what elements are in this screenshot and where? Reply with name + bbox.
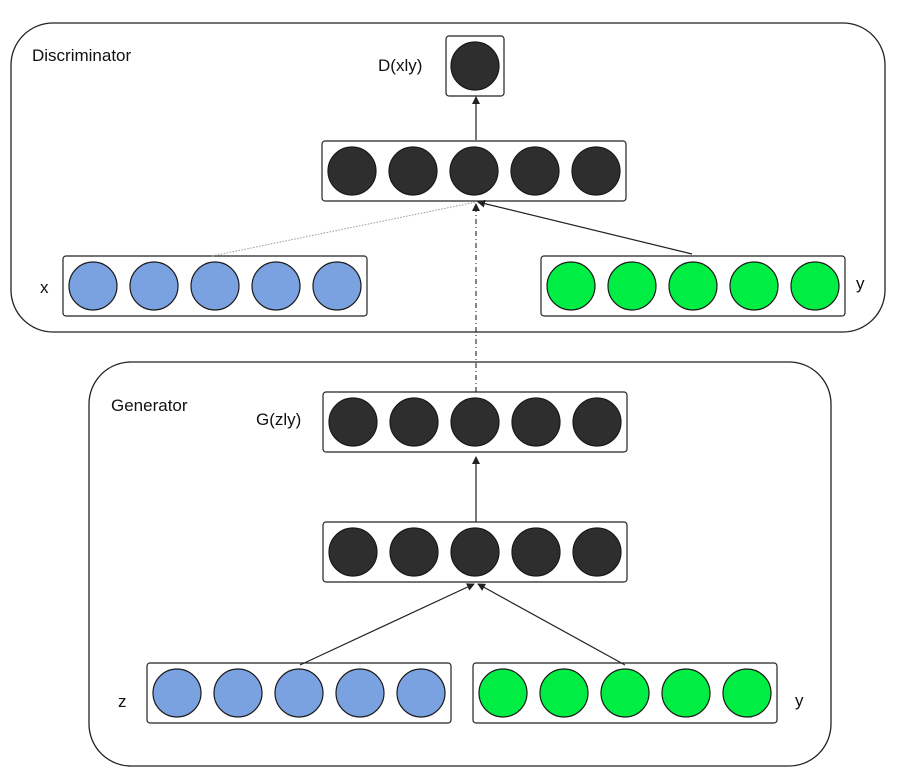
g-z-layer-node [335, 668, 385, 718]
d-y-layer-node [546, 261, 596, 311]
d-x-layer-node [251, 261, 301, 311]
g-hidden-layer-node [328, 527, 378, 577]
g-y-layer-node [661, 668, 711, 718]
g-hidden-layer-node [450, 527, 500, 577]
discriminator-title: Discriminator [32, 46, 132, 65]
g-output-layer-node [450, 397, 500, 447]
g-output-layer-node [389, 397, 439, 447]
g-hidden-layer [322, 521, 628, 583]
d-y-to-hidden-arrow [477, 199, 693, 255]
d-hidden-layer [321, 140, 627, 202]
d-x-label: x [40, 278, 49, 297]
g-y-layer-node [722, 668, 772, 718]
g-y-layer-node [600, 668, 650, 718]
d-hidden-layer-node [571, 146, 621, 196]
d-hidden-layer-node [388, 146, 438, 196]
g-y-layer [472, 662, 778, 724]
g-y-label: y [795, 691, 804, 710]
g-output-layer-node [511, 397, 561, 447]
g-z-to-hidden-arrow [299, 583, 475, 666]
d-x-layer [62, 255, 368, 317]
g-hidden-layer-node [511, 527, 561, 577]
g-output-label: G(zly) [256, 410, 302, 429]
d-hidden-layer-node [510, 146, 560, 196]
g-z-layer [146, 662, 452, 724]
d-x-layer-node [312, 261, 362, 311]
d-x-to-hidden-line [211, 201, 477, 257]
d-y-layer-node [607, 261, 657, 311]
d-x-layer-node [129, 261, 179, 311]
generator-panel [88, 361, 832, 767]
g-y-layer-node [478, 668, 528, 718]
g-z-layer-node [396, 668, 446, 718]
discriminator-panel [10, 22, 886, 333]
d-y-layer [540, 255, 846, 317]
g-z-layer-node [152, 668, 202, 718]
d-hidden-layer-node [327, 146, 377, 196]
g-y-layer-node [539, 668, 589, 718]
g-z-layer-node [213, 668, 263, 718]
d-y-layer-node [790, 261, 840, 311]
d-output-label: D(xly) [378, 56, 423, 75]
g-hidden-layer-node [389, 527, 439, 577]
d-output-layer [445, 35, 505, 97]
g-hidden-layer-node [572, 527, 622, 577]
g-y-to-hidden-arrow [477, 583, 626, 666]
g-z-label: z [118, 692, 127, 711]
g-output-layer [322, 391, 628, 453]
d-output-layer-node [450, 41, 500, 91]
d-y-layer-node [668, 261, 718, 311]
g-output-layer-node [328, 397, 378, 447]
g-output-layer-node [572, 397, 622, 447]
g-z-layer-node [274, 668, 324, 718]
d-y-layer-node [729, 261, 779, 311]
d-x-layer-node [68, 261, 118, 311]
generator-title: Generator [111, 396, 188, 415]
d-y-label: y [856, 274, 865, 293]
d-x-layer-node [190, 261, 240, 311]
d-hidden-layer-node [449, 146, 499, 196]
